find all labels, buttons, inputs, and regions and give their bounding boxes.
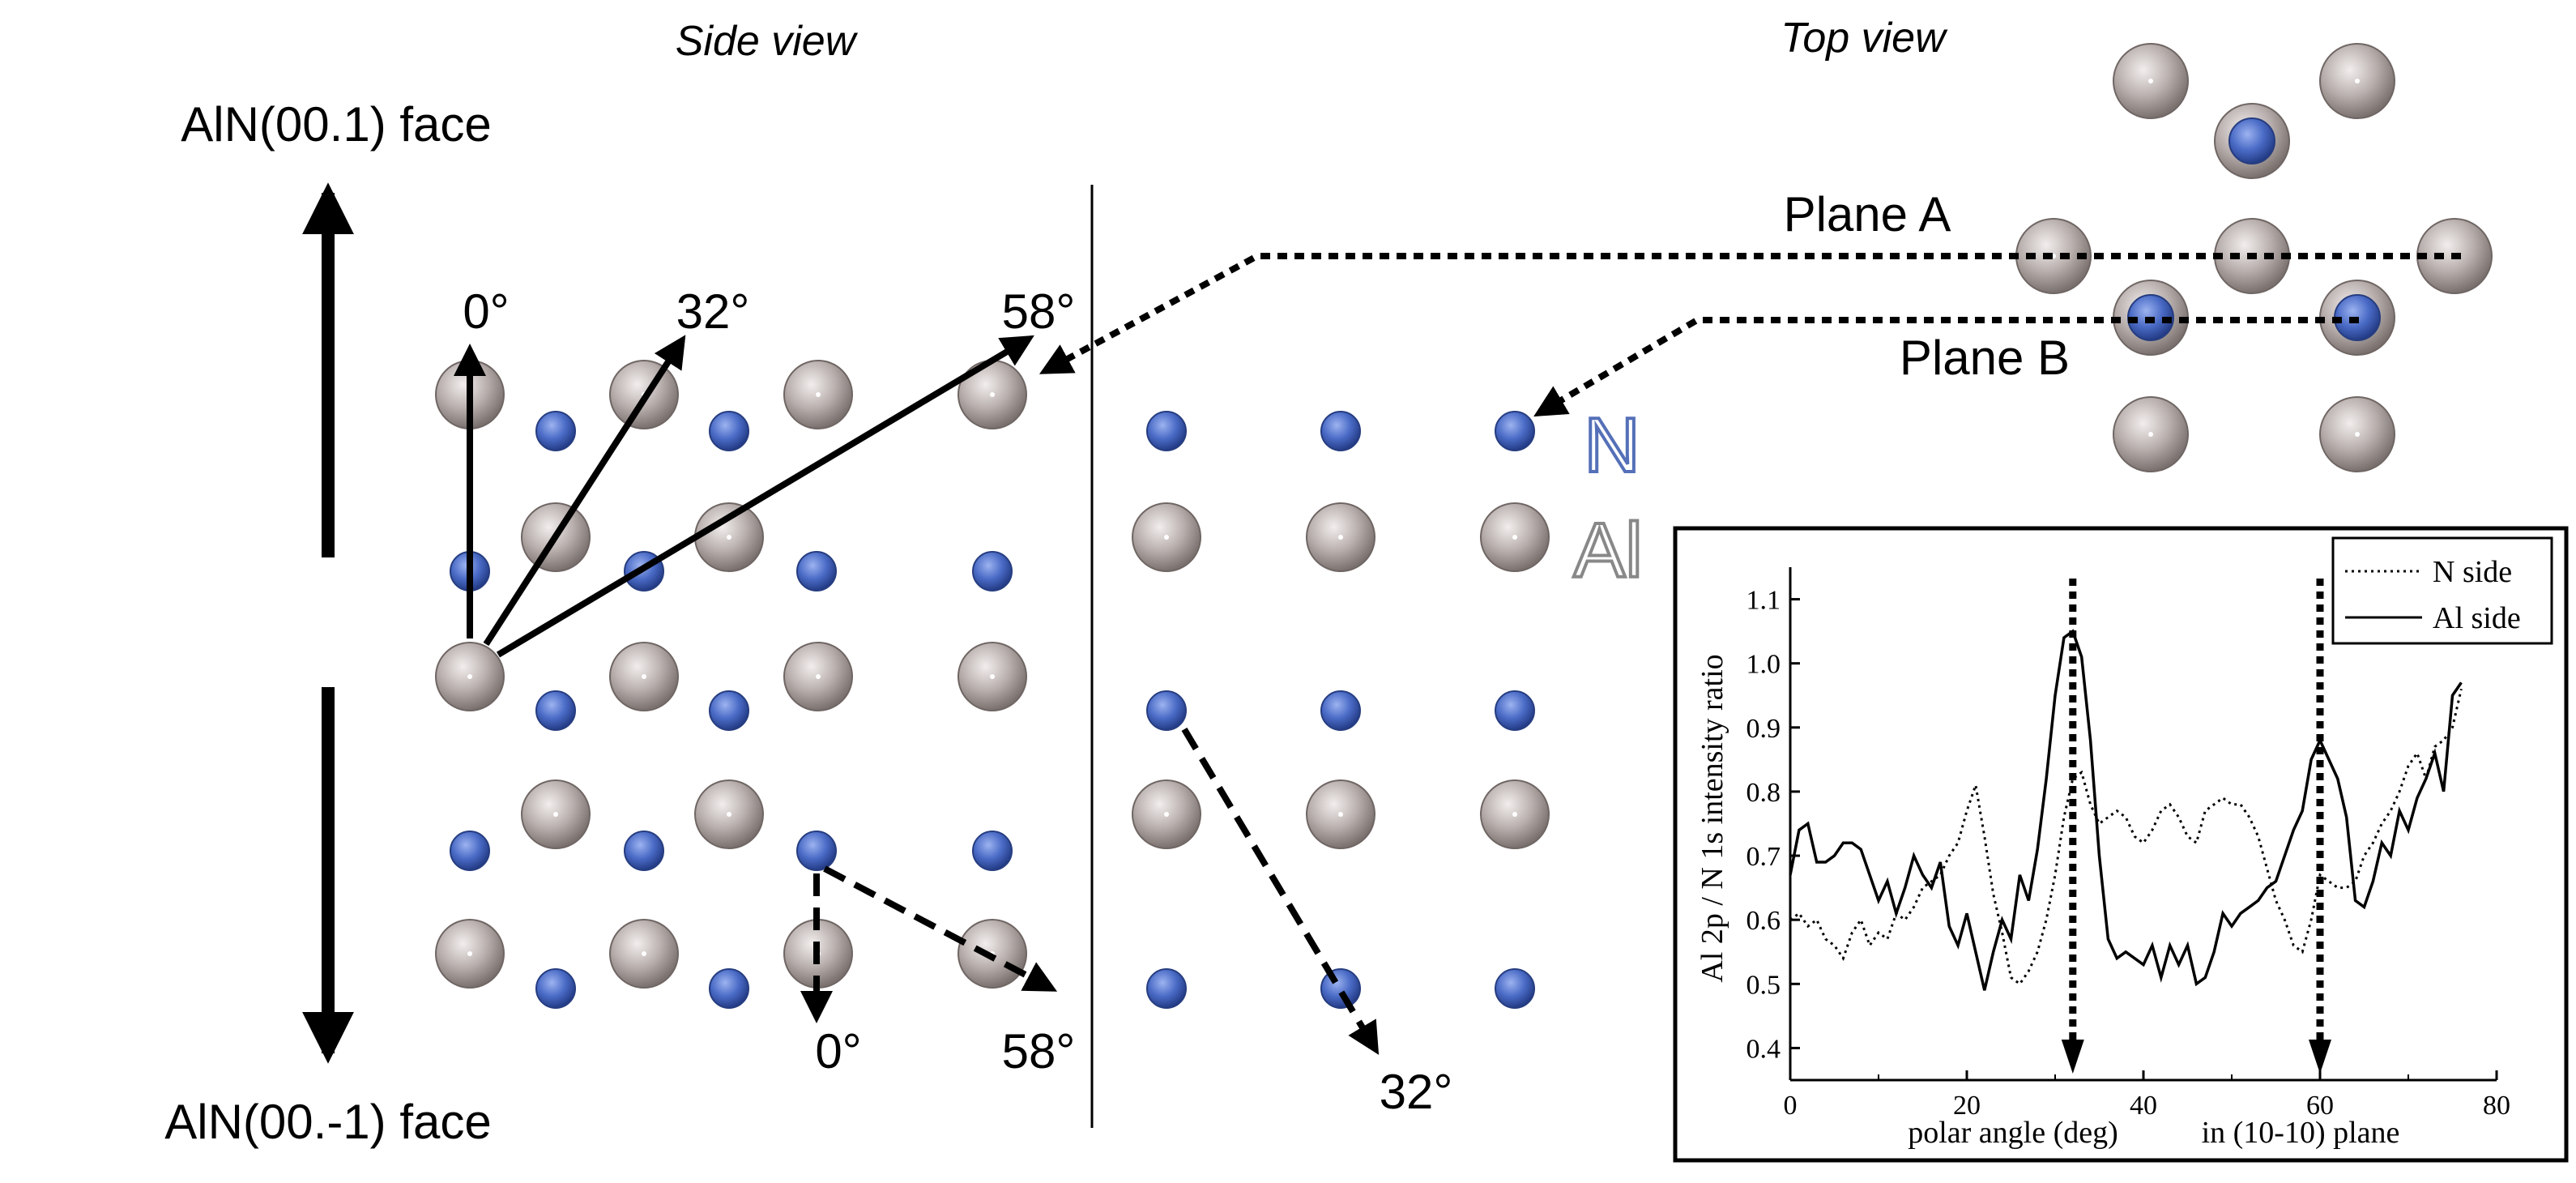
y-tick-label: 0.8 xyxy=(1746,778,1781,808)
al-atom xyxy=(1480,779,1550,849)
n-atom xyxy=(2228,117,2275,164)
plane-a-label: Plane A xyxy=(1784,187,1951,241)
n-atom xyxy=(709,411,749,451)
al-atom xyxy=(783,642,853,711)
plane-b-connector xyxy=(1533,317,2359,417)
n-atom xyxy=(1146,411,1187,451)
al-atom xyxy=(694,779,764,849)
al-atom xyxy=(957,642,1027,711)
n-atom xyxy=(535,690,576,731)
al-atom xyxy=(1306,779,1375,849)
al-atom xyxy=(521,779,591,849)
al-atom xyxy=(694,502,764,572)
y-tick-label: 0.7 xyxy=(1746,842,1781,872)
al-atom xyxy=(957,360,1027,429)
al-atom xyxy=(1480,502,1550,572)
chart-xlabel-suffix: in (10-10) plane xyxy=(2202,1116,2400,1150)
plane-b-label: Plane B xyxy=(1900,331,2070,385)
al-atom xyxy=(1132,779,1201,849)
legend-label-al-side: Al side xyxy=(2433,601,2521,635)
n-atom xyxy=(972,551,1013,592)
plane-connectors xyxy=(1039,253,2461,417)
n-atom xyxy=(1146,968,1187,1009)
chart-xlabel: polar angle (deg) xyxy=(1908,1116,2118,1150)
x-tick-label: 80 xyxy=(2483,1091,2510,1121)
n-atom xyxy=(535,968,576,1009)
al-atom xyxy=(435,919,505,989)
n-atom xyxy=(1495,690,1535,731)
arrow-32-down xyxy=(1181,727,1380,1055)
y-tick-label: 0.5 xyxy=(1746,970,1781,1000)
n-atom xyxy=(709,690,749,731)
al-atom xyxy=(783,360,853,429)
n-atom xyxy=(1320,690,1361,731)
angle-0-up: 0° xyxy=(463,284,509,339)
n-atom xyxy=(1146,690,1187,731)
n-atom xyxy=(796,831,837,871)
series-line-al-side xyxy=(1789,629,2463,991)
chart-ylabel: Al 2p / N 1s intensity ratio xyxy=(1695,654,1729,982)
y-tick-label: 0.4 xyxy=(1746,1034,1781,1064)
n-atom xyxy=(624,831,664,871)
legend-box xyxy=(2331,536,2553,645)
al-atom xyxy=(2113,396,2189,472)
peak-marker-arrowhead xyxy=(2309,1040,2331,1074)
al-atom xyxy=(1306,502,1375,572)
x-tick-label: 0 xyxy=(1784,1091,1798,1121)
intensity-ratio-chart: 0 20 40 60 80 0.4 0.5 0.6 0.7 0.8 0.9 1.0 1.1 polar … xyxy=(1673,526,2569,1163)
al-atom xyxy=(1132,502,1201,572)
al-atom xyxy=(609,919,679,989)
al-atom xyxy=(2319,396,2395,472)
al-atom xyxy=(2015,218,2092,294)
angle-58-down: 58° xyxy=(1002,1024,1076,1078)
series-line-n-side xyxy=(1789,688,2463,986)
top-view-title: Top view xyxy=(1781,15,1948,62)
n-atom xyxy=(535,411,576,451)
n-atom xyxy=(450,831,490,871)
side-view-title: Side view xyxy=(676,18,859,65)
arrow-58-up xyxy=(496,335,1034,658)
y-tick-label: 1.0 xyxy=(1746,650,1781,680)
face-bottom-label: AlN(00.-1) face xyxy=(164,1095,491,1149)
n-element-label: N xyxy=(1584,402,1640,489)
al-atom xyxy=(2319,43,2395,119)
angle-32-up: 32° xyxy=(676,284,750,339)
al-atom xyxy=(609,642,679,711)
crystal-lattice xyxy=(435,43,2493,1009)
x-tick-label: 40 xyxy=(2130,1091,2157,1121)
plane-a-connector xyxy=(1039,253,2461,374)
n-atom xyxy=(972,831,1013,871)
al-element-label: Al xyxy=(1573,507,1642,594)
y-tick-label: 1.1 xyxy=(1746,586,1781,616)
face-top-label: AlN(00.1) face xyxy=(181,97,492,152)
n-atom xyxy=(1320,968,1361,1009)
arrow-58-down xyxy=(823,865,1058,992)
al-atom xyxy=(435,642,505,711)
legend-label-n-side: N side xyxy=(2433,555,2512,589)
x-tick-label: 60 xyxy=(2306,1091,2334,1121)
peak-marker-arrowhead xyxy=(2061,1040,2084,1074)
y-tick-label: 0.6 xyxy=(1746,906,1781,936)
n-atom xyxy=(796,551,837,592)
n-atom xyxy=(709,968,749,1009)
chart-legend: N side Al side xyxy=(2331,536,2553,645)
n-atom xyxy=(1320,411,1361,451)
angle-32-down: 32° xyxy=(1380,1065,1453,1119)
x-tick-label: 20 xyxy=(1953,1091,1981,1121)
emission-arrows-down xyxy=(800,727,1380,1055)
n-atom xyxy=(1495,968,1535,1009)
angle-58-up: 58° xyxy=(1002,284,1076,339)
emission-arrows-up xyxy=(454,335,1034,658)
al-atom xyxy=(2113,43,2189,119)
y-tick-label: 0.9 xyxy=(1746,714,1781,744)
n-atom xyxy=(1495,411,1535,451)
angle-0-down: 0° xyxy=(815,1024,861,1078)
arrow-32-up xyxy=(483,335,686,647)
plot-area: 0 20 40 60 80 0.4 0.5 0.6 0.7 0.8 0.9 1.0 1.1 xyxy=(1746,567,2510,1121)
